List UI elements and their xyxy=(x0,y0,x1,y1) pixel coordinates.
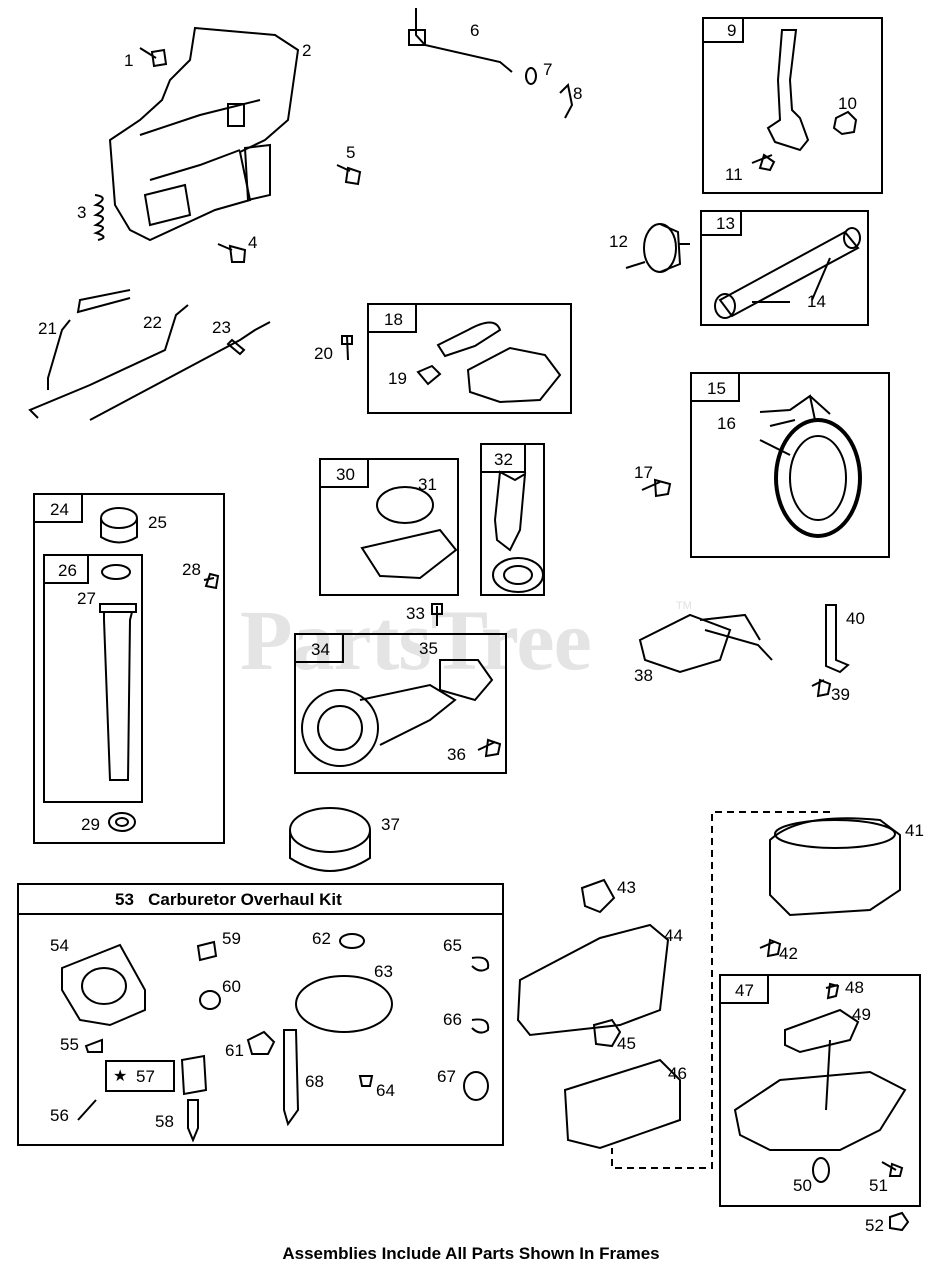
callout-59: 59 xyxy=(222,929,241,948)
callout-39: 39 xyxy=(831,685,850,704)
callout-63: 63 xyxy=(374,962,393,981)
callout-50: 50 xyxy=(793,1176,812,1195)
frame-26-box xyxy=(43,554,143,803)
callout-16: 16 xyxy=(717,414,736,433)
callout-60: 60 xyxy=(222,977,241,996)
callout-23: 23 xyxy=(212,318,231,337)
callout-21: 21 xyxy=(38,319,57,338)
frame-53-box xyxy=(17,883,504,1146)
frame-label-9: 9 xyxy=(727,21,737,40)
callout-33: 33 xyxy=(406,604,425,623)
frame-label-26: 26 xyxy=(58,561,77,580)
callout-58: 58 xyxy=(155,1112,174,1131)
callout-2: 2 xyxy=(302,41,312,60)
callout-41: 41 xyxy=(905,821,924,840)
callout-17: 17 xyxy=(634,463,653,482)
callout-55: 55 xyxy=(60,1035,79,1054)
frame-30-box xyxy=(319,458,459,596)
watermark-trademark: TM xyxy=(676,600,692,612)
frame-label-13: 13 xyxy=(716,214,735,233)
callout-68: 68 xyxy=(305,1072,324,1091)
callout-29: 29 xyxy=(81,815,100,834)
callout-31: 31 xyxy=(418,475,437,494)
frame-9-box xyxy=(702,17,883,194)
callout-54: 54 xyxy=(50,936,69,955)
callout-11: 11 xyxy=(725,165,743,184)
callout-37: 37 xyxy=(381,815,400,834)
frame-label-34: 34 xyxy=(311,640,330,659)
callout-48: 48 xyxy=(845,978,864,997)
callout-61: 61 xyxy=(225,1041,244,1060)
frame-57-box xyxy=(105,1060,175,1092)
kit-title: 53 Carburetor Overhaul Kit xyxy=(115,890,342,910)
callout-49: 49 xyxy=(852,1005,871,1024)
callout-67: 67 xyxy=(437,1067,456,1086)
watermark: PartsTree xyxy=(240,592,592,688)
callout-12: 12 xyxy=(609,232,628,251)
kit-number: 53 xyxy=(115,890,134,909)
callout-20: 20 xyxy=(314,344,333,363)
callout-25: 25 xyxy=(148,513,167,532)
callout-4: 4 xyxy=(248,233,258,252)
callout-1: 1 xyxy=(124,51,134,70)
callout-8: 8 xyxy=(573,84,583,103)
callout-28: 28 xyxy=(182,560,201,579)
callout-27: 27 xyxy=(77,589,96,608)
star-icon: ★ xyxy=(113,1068,128,1085)
callout-14: 14 xyxy=(807,292,826,311)
callout-45: 45 xyxy=(617,1034,636,1053)
frame-18-box xyxy=(367,303,572,414)
callout-6: 6 xyxy=(470,21,480,40)
frame-24-box xyxy=(33,493,225,844)
frame-13-box xyxy=(700,210,869,326)
callout-38: 38 xyxy=(634,666,653,685)
frame-15-box xyxy=(690,372,890,558)
callout-42: 42 xyxy=(779,944,798,963)
callout-44: 44 xyxy=(664,926,683,945)
frame-label-24: 24 xyxy=(50,500,69,519)
frame-label-32: 32 xyxy=(494,450,513,469)
callout-19: 19 xyxy=(388,369,407,388)
callout-36: 36 xyxy=(447,745,466,764)
callout-62: 62 xyxy=(312,929,331,948)
callout-40: 40 xyxy=(846,609,865,628)
callout-35: 35 xyxy=(419,639,438,658)
callout-66: 66 xyxy=(443,1010,462,1029)
frame-label-15: 15 xyxy=(707,379,726,398)
frame-label-47: 47 xyxy=(735,981,754,1000)
callout-52: 52 xyxy=(865,1216,884,1235)
kit-name: Carburetor Overhaul Kit xyxy=(148,890,342,909)
footer-note: Assemblies Include All Parts Shown In Fr… xyxy=(282,1244,660,1263)
frame-label-18: 18 xyxy=(384,310,403,329)
callout-64: 64 xyxy=(376,1081,395,1100)
callout-10: 10 xyxy=(838,94,857,113)
frame-34-box xyxy=(294,633,507,774)
callout-46: 46 xyxy=(668,1064,687,1083)
callout-3: 3 xyxy=(77,203,87,222)
frame-47-box xyxy=(719,974,921,1207)
callout-5: 5 xyxy=(346,143,356,162)
callout-56: 56 xyxy=(50,1106,69,1125)
callout-51: 51 xyxy=(869,1176,888,1195)
frame-label-57: 57 xyxy=(136,1067,155,1086)
frame-label-30: 30 xyxy=(336,465,355,484)
callout-7: 7 xyxy=(543,60,553,79)
callout-43: 43 xyxy=(617,878,636,897)
callout-65: 65 xyxy=(443,936,462,955)
callout-22: 22 xyxy=(143,313,162,332)
